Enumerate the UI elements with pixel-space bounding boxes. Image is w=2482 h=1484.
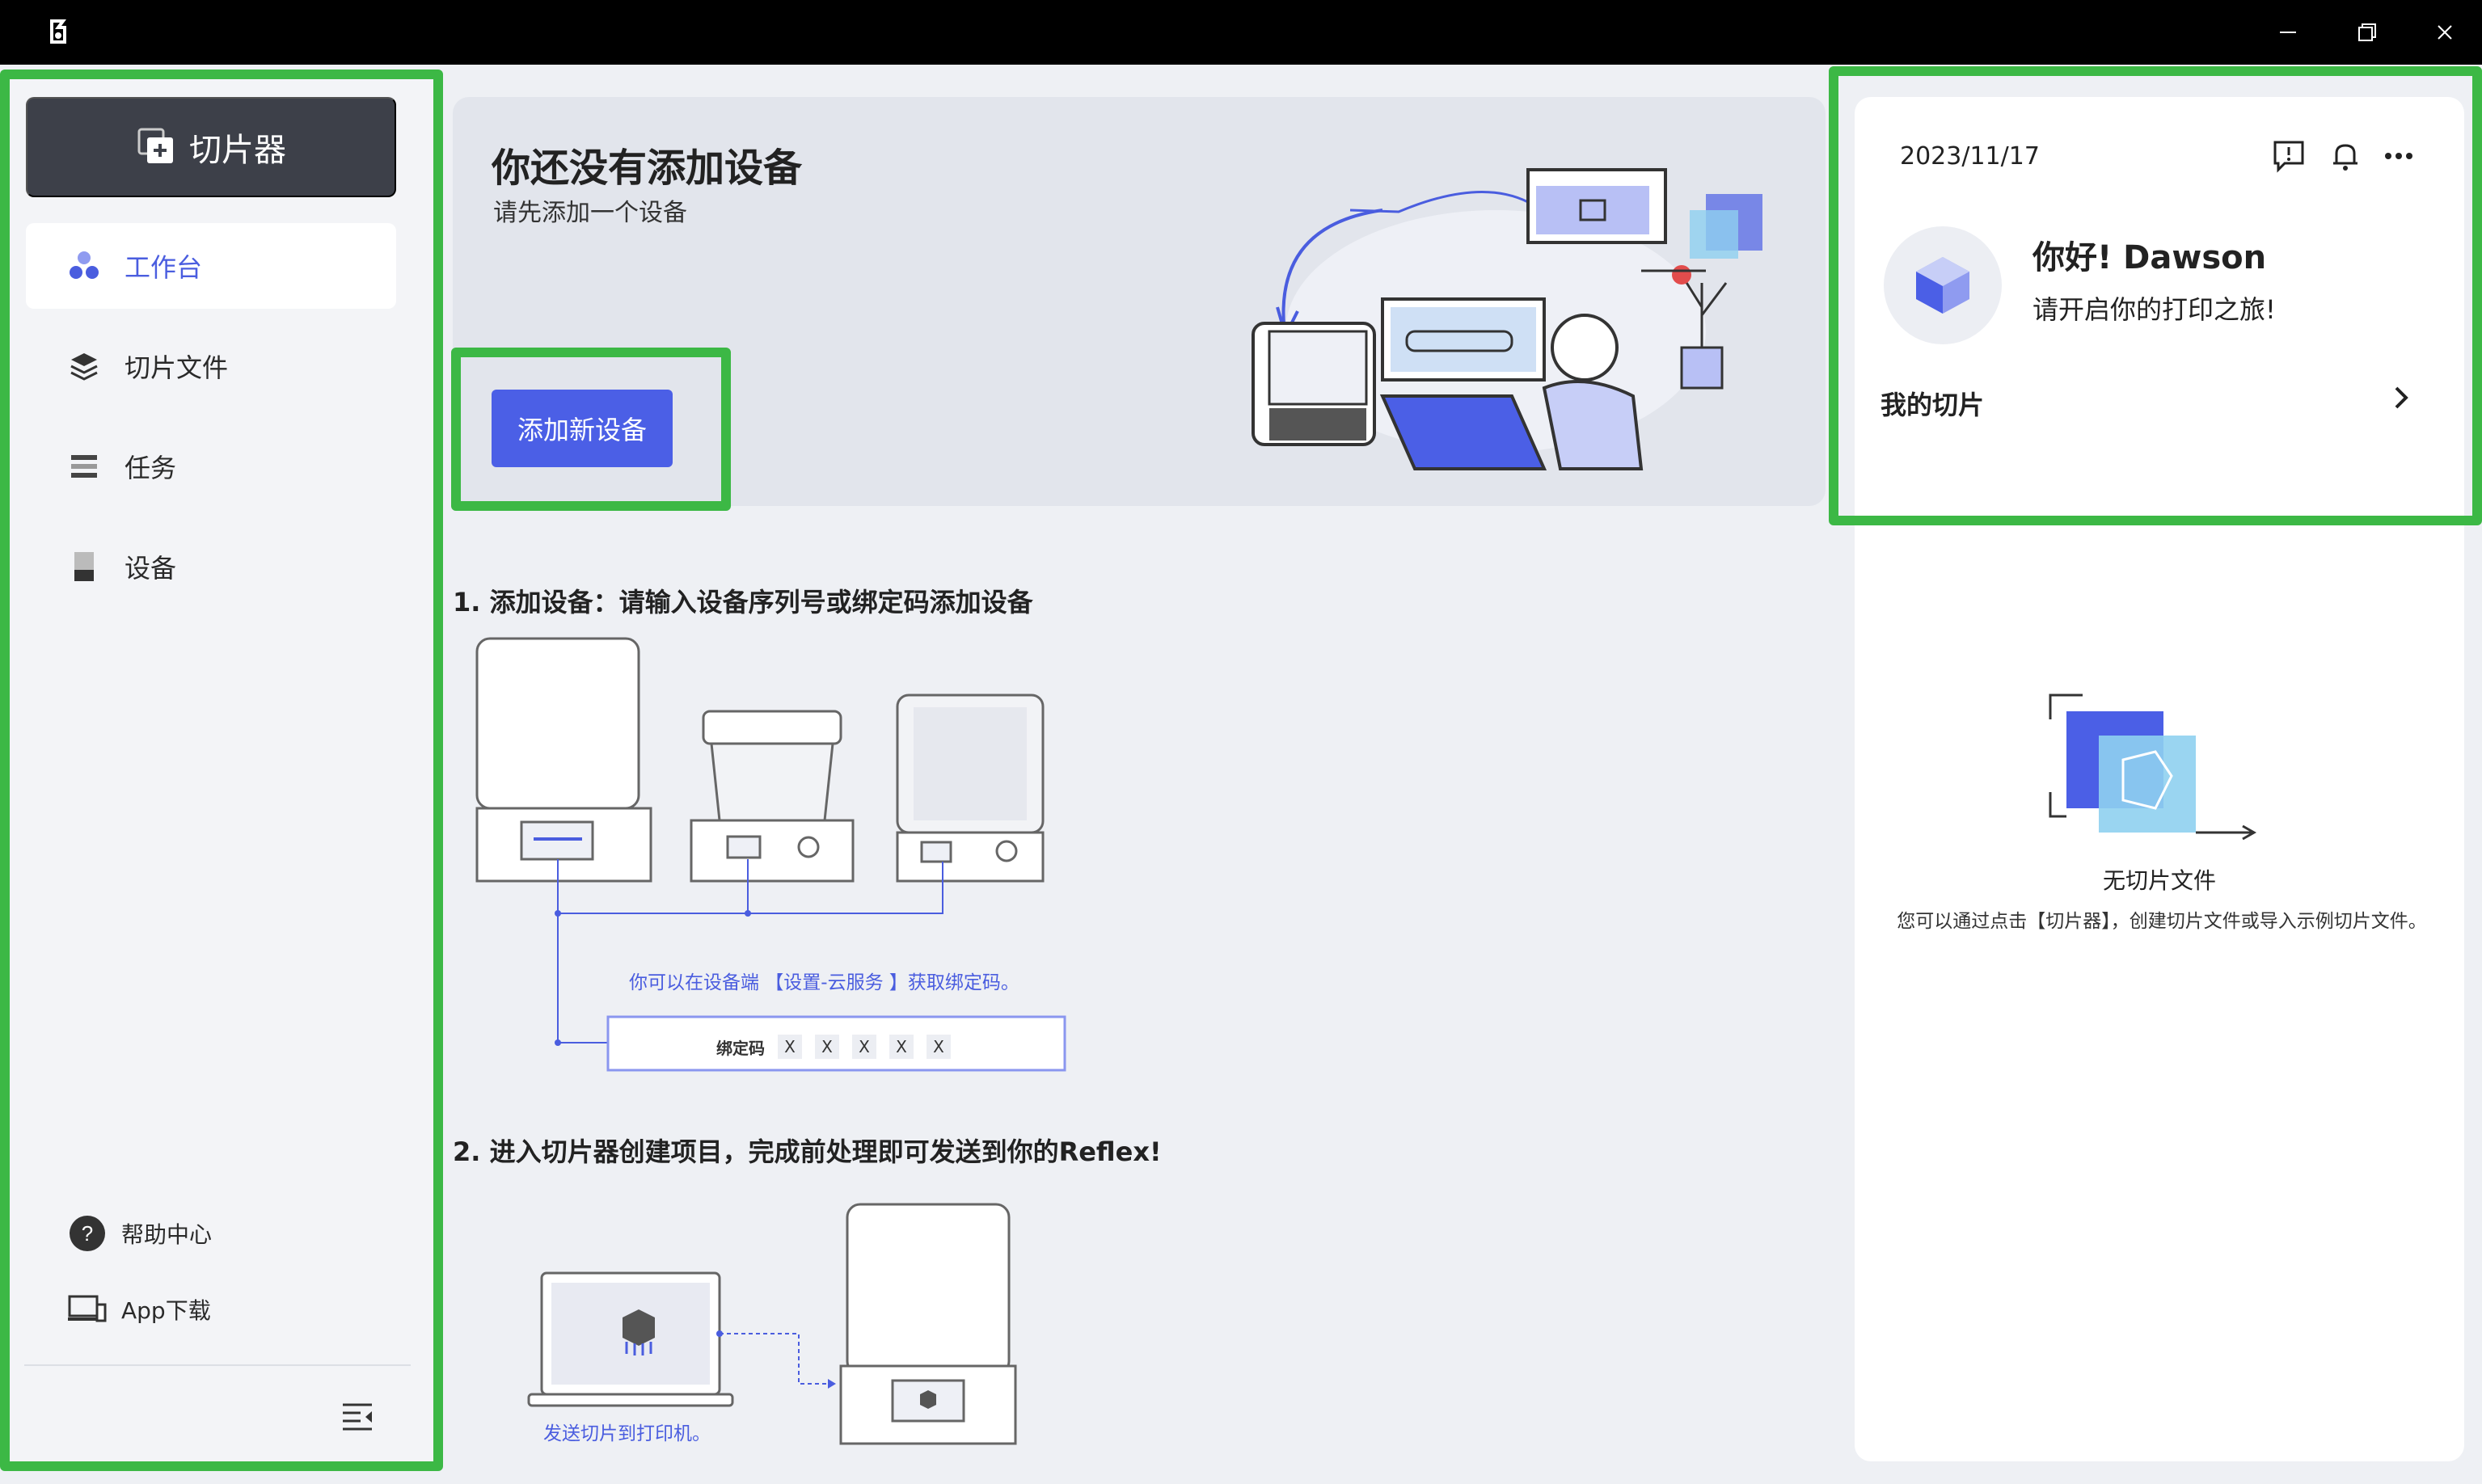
bind-code-char: X	[778, 1035, 802, 1059]
bind-code-char: X	[927, 1035, 951, 1059]
right-panel: 2023/11/17 你好! Dawson 请开启你的打印之旅! 我的切片 无切…	[1855, 97, 2464, 1461]
app-logo-icon	[50, 19, 66, 44]
empty-slices-description: 您可以通过点击【切片器】，创建切片文件或导入示例切片文件。	[1897, 911, 2427, 932]
app-download-link[interactable]: App下载	[68, 1293, 211, 1326]
slicer-icon	[137, 128, 173, 163]
bind-code-char: X	[889, 1035, 914, 1059]
sidebar: 切片器 工作台 切片文件 任务 设备 ? 帮助中心 App下载	[8, 73, 435, 1467]
bind-code-label: 绑定码	[716, 1038, 765, 1058]
device-icon	[74, 552, 94, 581]
devices-icon	[68, 1295, 107, 1322]
bind-code-hint: 你可以在设备端 【设置-云服务 】获取绑定码。	[629, 972, 1019, 993]
sidebar-item-workbench[interactable]: 工作台	[26, 223, 396, 309]
help-center-label: 帮助中心	[121, 1221, 213, 1248]
help-center-link[interactable]: ? 帮助中心	[68, 1214, 212, 1253]
bind-code-field: 绑定码 X X X X X	[716, 1035, 951, 1059]
empty-slices-illustration	[2049, 694, 2257, 841]
divider	[24, 1364, 411, 1366]
bell-icon[interactable]	[2327, 137, 2364, 175]
sidebar-item-slice-files[interactable]: 切片文件	[26, 323, 396, 409]
chevron-right-icon[interactable]	[2385, 382, 2417, 414]
send-hint: 发送切片到打印机。	[543, 1423, 711, 1444]
sidebar-item-devices[interactable]: 设备	[26, 524, 396, 609]
sidebar-item-label: 切片文件	[125, 352, 229, 383]
send-to-printer-diagram	[527, 1203, 1017, 1445]
title-bar	[0, 0, 2482, 65]
greeting-subtitle: 请开启你的打印之旅!	[2032, 294, 2276, 325]
feedback-icon[interactable]	[2270, 137, 2307, 175]
device-binding-diagram	[475, 637, 1066, 1072]
step-2-title: 2. 进入切片器创建项目，完成前处理即可发送到你的Reflex!	[453, 1136, 1162, 1167]
sidebar-item-label: 任务	[125, 453, 177, 483]
banner-title: 你还没有添加设备	[492, 145, 803, 191]
greeting: 你好! Dawson	[2032, 239, 2267, 276]
help-icon: ?	[70, 1216, 105, 1251]
current-date: 2023/11/17	[1900, 142, 2040, 171]
close-icon[interactable]	[2429, 16, 2461, 48]
more-icon[interactable]	[2380, 137, 2417, 175]
restore-icon[interactable]	[2351, 16, 2383, 48]
layers-icon	[70, 353, 98, 381]
workbench-icon	[70, 251, 99, 279]
collapse-sidebar-icon[interactable]	[340, 1398, 378, 1434]
bind-code-char: X	[852, 1035, 876, 1059]
bind-code-char: X	[815, 1035, 839, 1059]
avatar-cube-icon	[1916, 257, 1969, 314]
sidebar-item-label: 工作台	[125, 252, 203, 283]
banner-illustration	[1252, 168, 1762, 470]
sidebar-item-tasks[interactable]: 任务	[26, 424, 396, 509]
add-device-button[interactable]: 添加新设备	[492, 390, 673, 467]
task-list-icon	[71, 455, 97, 478]
minimize-icon[interactable]	[2272, 16, 2304, 48]
no-device-banner: 你还没有添加设备 请先添加一个设备 添加新设备	[453, 97, 1826, 506]
step-1-title: 1. 添加设备：请输入设备序列号或绑定码添加设备	[453, 587, 1033, 618]
sidebar-item-label: 设备	[125, 553, 177, 584]
app-download-label: App下载	[121, 1297, 211, 1324]
svg-text:?: ?	[82, 1221, 93, 1246]
slicer-button-label: 切片器	[189, 133, 286, 168]
my-slices-link[interactable]: 我的切片	[1880, 390, 1985, 420]
slicer-button[interactable]: 切片器	[26, 97, 396, 197]
empty-slices-title: 无切片文件	[2102, 867, 2216, 894]
banner-subtitle: 请先添加一个设备	[493, 199, 687, 227]
avatar[interactable]	[1884, 226, 2002, 344]
